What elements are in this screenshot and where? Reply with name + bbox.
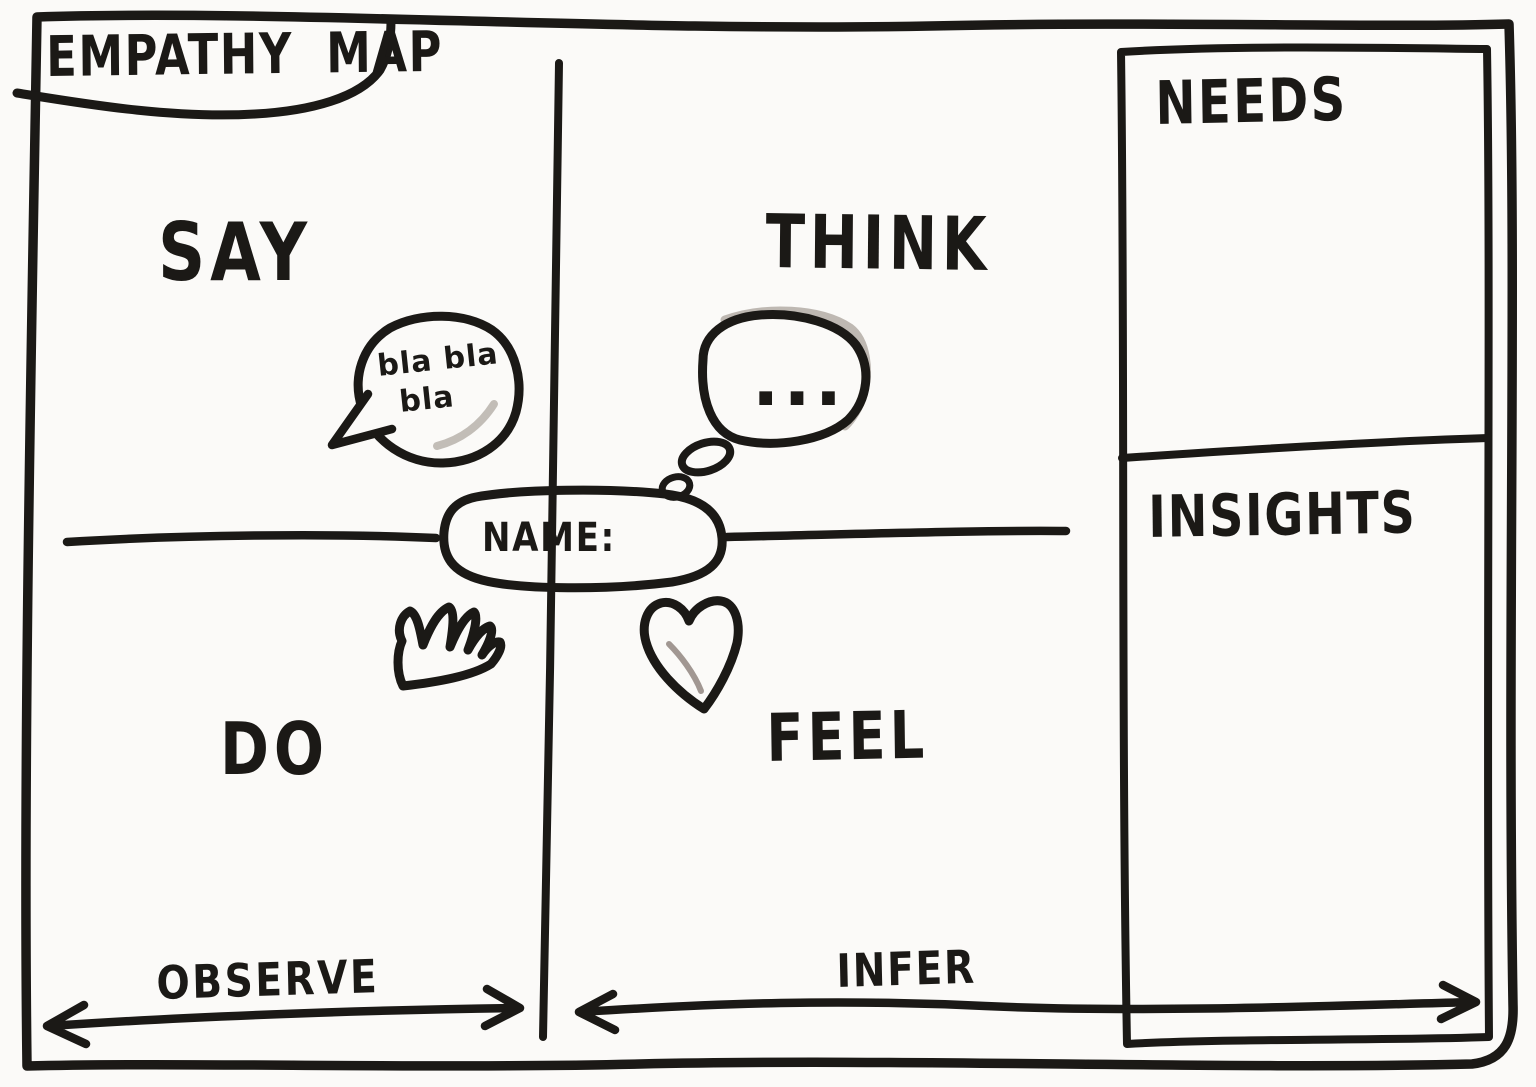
quadrant-label-think: THINK: [765, 199, 992, 289]
page-title: EMPATHY MAP: [45, 19, 444, 90]
thought-bubble-dots: ...: [752, 338, 847, 422]
quadrant-label-feel: FEEL: [765, 696, 929, 777]
panel-label-insights: INSIGHTS: [1147, 478, 1417, 551]
speech-bubble-icon: [353, 311, 524, 468]
vertical-divider: [539, 59, 563, 1041]
axis-label-observe: OBSERVE: [155, 949, 380, 1010]
infer-arrow-icon: [574, 980, 1481, 1035]
speech-bubble-smudge: [433, 400, 498, 450]
horizontal-divider-left: [62, 530, 441, 547]
horizontal-divider-right: [722, 526, 1071, 542]
thought-trail-bubble-1: [677, 437, 735, 477]
hand-icon: [393, 602, 506, 691]
thought-trail-bubble-2: [658, 473, 694, 501]
quadrant-label-do: DO: [220, 707, 330, 791]
side-panel-divider: [1118, 434, 1492, 462]
thought-bubble-icon: [698, 310, 871, 448]
name-oval: [439, 485, 727, 593]
title-box-outline: [12, 16, 396, 120]
speech-bubble-text-line2: bla: [397, 379, 457, 420]
side-panel-outline: [1117, 43, 1493, 1048]
panel-label-needs: NEEDS: [1154, 64, 1349, 139]
axis-label-infer: INFER: [835, 939, 977, 998]
speech-bubble-tail: [327, 389, 397, 450]
heart-smudge: [666, 641, 704, 694]
heart-icon: [639, 596, 743, 714]
center-name-label: NAME:: [482, 515, 616, 561]
observe-arrow-icon: [42, 984, 525, 1049]
outer-border: [21, 10, 1518, 1071]
quadrant-label-say: SAY: [158, 206, 313, 299]
